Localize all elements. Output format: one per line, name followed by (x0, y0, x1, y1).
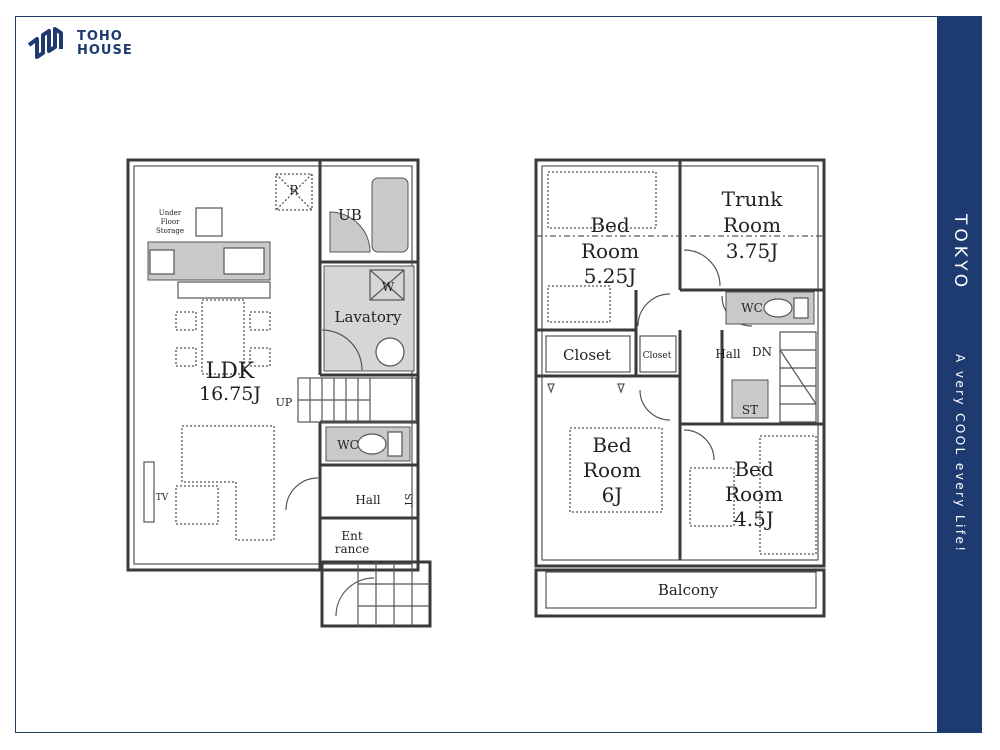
sink-icon (375, 337, 405, 367)
tv-stand (143, 461, 155, 523)
ub-door (329, 211, 371, 253)
storage-label-1: Under (159, 209, 182, 217)
storage-label-3: Storage (156, 227, 184, 235)
logo-text-line2: HOUSE (77, 43, 133, 58)
bed3-outline (759, 435, 817, 555)
hall-label: Hall (355, 493, 380, 507)
balcony-label: Balcony (658, 581, 719, 599)
entrance-label-2: rance (335, 542, 369, 556)
bed3-label-a: Bed (734, 457, 774, 481)
toho-logo-mark (27, 27, 63, 59)
bed2-label-b: Room (583, 458, 641, 482)
ldk-label: LDK (206, 359, 255, 384)
ldk-size: 16.75J (199, 383, 261, 405)
closet-small-label: Closet (643, 351, 672, 361)
washer-label: W (382, 280, 395, 294)
refrigerator-label: R (289, 183, 299, 197)
bed3-door-arc (683, 429, 715, 461)
bed2-outline (569, 427, 663, 513)
bed1-size: 5.25J (584, 264, 637, 288)
bed3-desk (689, 467, 735, 527)
bed2-door-arc (639, 389, 671, 421)
entrance-label-1: Ent (341, 529, 362, 543)
brand-sidebar: TOKYO A very COOL every Life! (937, 16, 982, 733)
storage-st-label: ST (402, 493, 413, 507)
logo-text-line1: TOHO (77, 29, 123, 44)
toilet2-icon (763, 298, 793, 318)
under-floor-hatch (195, 207, 223, 237)
trunk-door-arc (683, 249, 721, 287)
wardrobe-outline (547, 171, 657, 229)
refrigerator-space (275, 173, 313, 211)
trunk-size: 3.75J (726, 239, 779, 263)
kitchen-island (177, 281, 271, 299)
chair (249, 311, 271, 331)
wc2-label: WC (741, 301, 763, 315)
floor2-plan: Bed Room 5.25J Trunk Room 3.75J WC Close… (534, 158, 826, 618)
bed1-label-b: Room (581, 239, 639, 263)
closet-big (545, 335, 631, 373)
chair (175, 311, 197, 331)
ub-label: UB (338, 206, 362, 224)
toilet-icon (357, 433, 387, 455)
trunk-label-a: Trunk (722, 187, 784, 211)
floor2-stairs (779, 331, 817, 423)
lavatory-label: Lavatory (334, 308, 402, 326)
storage-box (731, 379, 769, 419)
chair (175, 347, 197, 367)
chair (249, 347, 271, 367)
wc-label: WC (337, 438, 359, 452)
dining-table (201, 299, 245, 375)
tv-label: TV (156, 493, 169, 503)
kitchen-sink (223, 247, 265, 275)
bed3-label-b: Room (725, 482, 783, 506)
bed2-size: 6J (602, 483, 623, 507)
bed1-door-arc (637, 293, 671, 327)
closet-big-label: Closet (563, 346, 611, 364)
coffee-table (175, 485, 219, 525)
lavatory-door-arc (321, 329, 363, 371)
hall-door-arc (285, 477, 319, 511)
stairs-up-label: UP (276, 396, 293, 409)
sofa (181, 425, 275, 541)
hall2-label: Hall (715, 347, 740, 361)
bed3-size: 4.5J (734, 507, 774, 531)
bathtub (371, 177, 409, 253)
bed1-label-a: Bed (590, 213, 630, 237)
toho-house-logo: TOHO HOUSE (27, 27, 132, 63)
storage-label-2: Floor (161, 218, 181, 226)
bed2-label-a: Bed (592, 433, 632, 457)
stove-icon (149, 249, 175, 275)
floor1-stairs (297, 377, 417, 423)
stairs-dn-label: DN (752, 345, 772, 359)
washer-box (369, 269, 405, 301)
storage2-label: ST (742, 403, 758, 417)
trunk-label-b: Room (723, 213, 781, 237)
balcony (534, 568, 826, 618)
entrance-door-arc (335, 577, 375, 617)
porch-tiles (357, 562, 430, 626)
floor1-plan: LDK 16.75J UP Under Floor Storage R UB W… (126, 158, 432, 628)
bed-outline (547, 285, 611, 323)
floor1-outer-wall (126, 158, 420, 572)
closet-small (639, 335, 677, 373)
